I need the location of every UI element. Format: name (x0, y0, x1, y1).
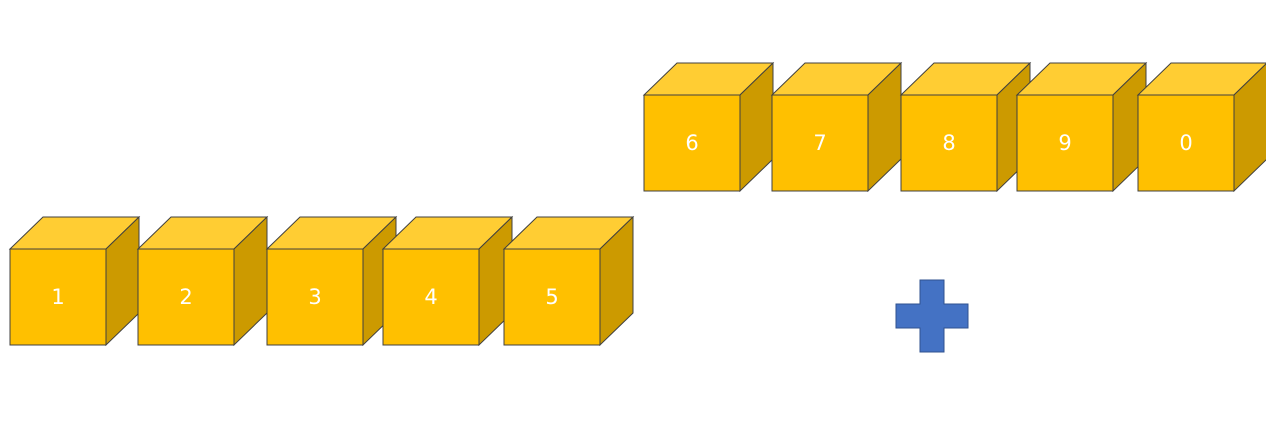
cube-8: 8 (899, 61, 1032, 193)
cube-label: 1 (51, 285, 64, 309)
cube-front-face (1016, 94, 1114, 192)
cube-3: 3 (265, 215, 398, 347)
cube-front-face (382, 248, 480, 346)
cube-label: 8 (942, 131, 955, 155)
cube-label: 7 (813, 131, 826, 155)
cube-9: 9 (1015, 61, 1148, 193)
cube-label: 6 (685, 131, 698, 155)
cube-label: 2 (179, 285, 192, 309)
cube-label: 9 (1058, 131, 1071, 155)
plus-shape (895, 279, 969, 353)
cube-label: 5 (545, 285, 558, 309)
cube-label: 0 (1179, 131, 1192, 155)
cube-2: 2 (136, 215, 269, 347)
cube-label: 4 (424, 285, 437, 309)
cube-front-face (137, 248, 235, 346)
cube-label: 3 (308, 285, 321, 309)
cube-4: 4 (381, 215, 514, 347)
cube-7: 7 (770, 61, 903, 193)
cube-front-face (503, 248, 601, 346)
cubes-layer: 1 2 3 4 5 6 7 8 9 0 (8, 61, 1266, 347)
cube-front-face (900, 94, 998, 192)
cube-5: 5 (502, 215, 635, 347)
cube-1: 1 (8, 215, 141, 347)
bottom-row: 1 2 3 4 5 (8, 215, 635, 347)
cube-front-face (643, 94, 741, 192)
plus-icon (895, 279, 969, 353)
cube-front-face (9, 248, 107, 346)
cube-6: 6 (642, 61, 775, 193)
cube-front-face (1137, 94, 1235, 192)
cube-front-face (771, 94, 869, 192)
top-row: 6 7 8 9 0 (642, 61, 1266, 193)
cube-front-face (266, 248, 364, 346)
cube-0: 0 (1136, 62, 1266, 193)
